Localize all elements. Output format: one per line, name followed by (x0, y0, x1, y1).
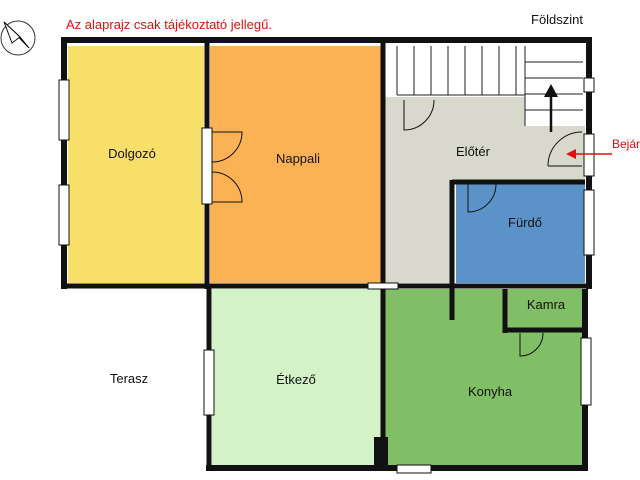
compass-icon (0, 20, 36, 56)
staircase (396, 46, 583, 126)
room-label-dolgozo: Dolgozó (108, 146, 156, 161)
room-label-etkezo: Étkező (276, 372, 316, 387)
wall-pillar (374, 437, 388, 465)
room-label-kamra: Kamra (527, 297, 566, 312)
doors (211, 99, 583, 357)
room-dolgozo (68, 46, 204, 283)
room-eloter (383, 97, 585, 283)
entrance-label: Bejár (612, 137, 640, 151)
room-etkezo (212, 289, 382, 465)
room-terasz (61, 289, 209, 465)
level-label: Földszint (531, 12, 583, 27)
windows (58, 77, 595, 474)
room-label-furdo: Fürdő (508, 215, 542, 230)
room-furdo (456, 184, 585, 283)
room-label-eloter: Előtér (456, 144, 491, 159)
room-konyha (385, 289, 583, 465)
room-nappali (210, 46, 382, 283)
disclaimer-text: Az alaprajz csak tájékoztató jellegű. (66, 17, 272, 32)
room-label-nappali: Nappali (276, 151, 320, 166)
room-label-konyha: Konyha (468, 384, 513, 399)
room-label-terasz: Terasz (110, 371, 148, 386)
entrance-arrow-icon (566, 149, 612, 159)
stairs-up-arrow-icon (544, 84, 558, 132)
